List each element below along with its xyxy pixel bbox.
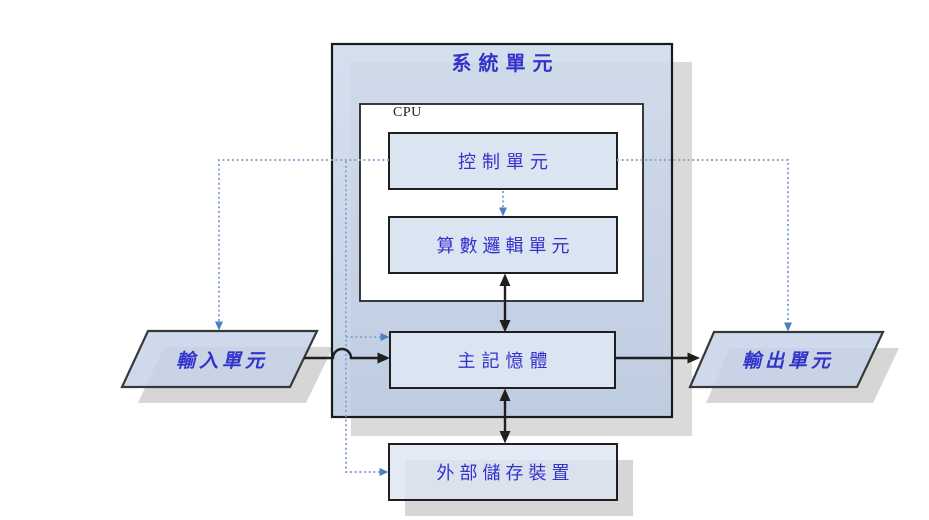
arrow-input-memory xyxy=(304,347,390,364)
main-memory-box xyxy=(389,331,616,389)
alu-box xyxy=(388,216,618,274)
external-storage-box xyxy=(388,443,618,501)
dashed-control-to-output xyxy=(617,159,792,332)
dashed-control-to-input xyxy=(215,159,389,331)
output-unit-shape xyxy=(688,330,885,389)
input-unit-shape xyxy=(120,329,319,389)
control-unit-box xyxy=(388,132,618,190)
dashed-control-to-storage xyxy=(345,161,389,476)
